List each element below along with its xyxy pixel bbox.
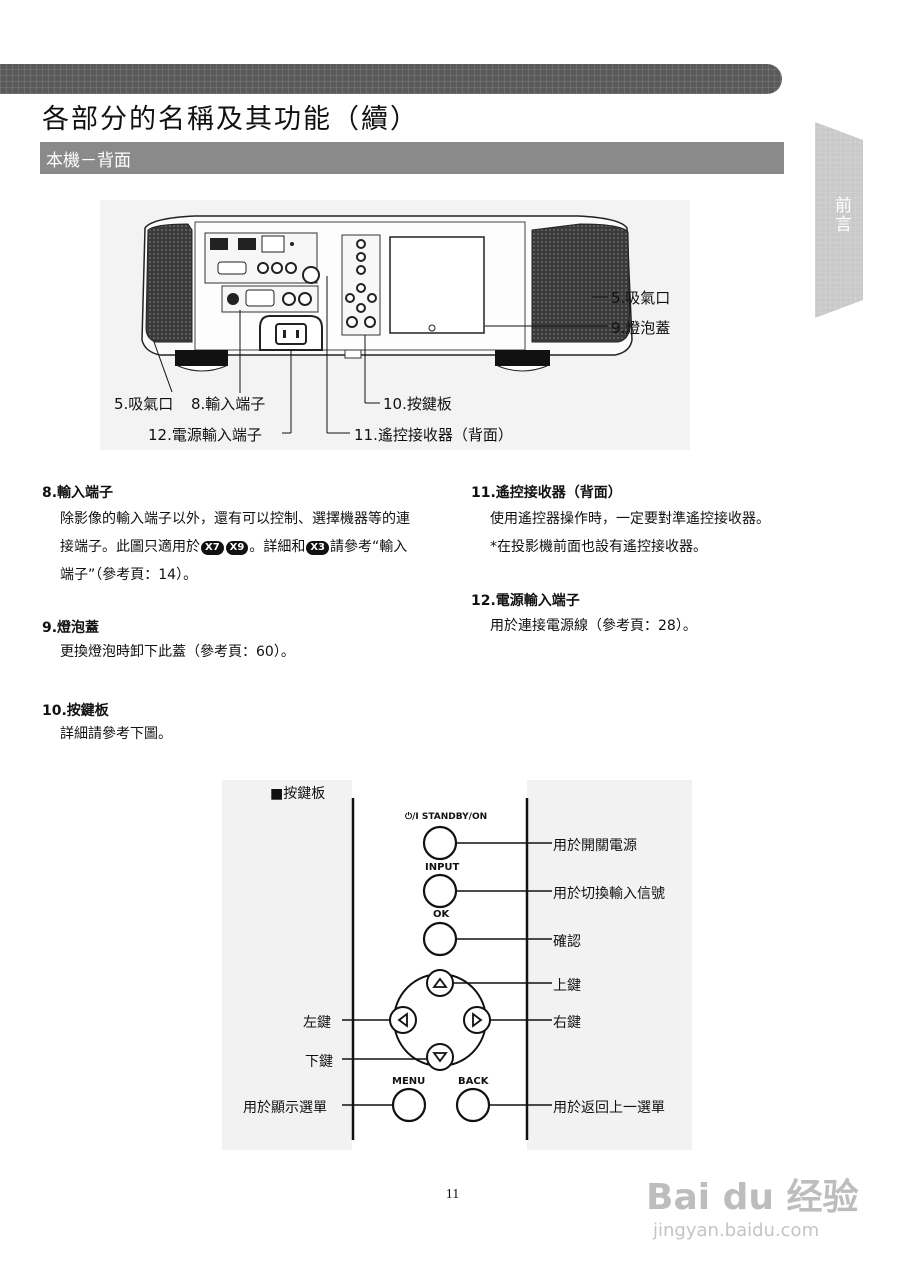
up-button (426, 969, 454, 997)
item-10-heading: 10.按鍵板 (42, 703, 109, 719)
ok-button (422, 921, 458, 957)
keypad-title: ■按鍵板 (270, 786, 326, 802)
desc-input: 用於切換輸入信號 (553, 886, 665, 902)
item-8-line2b: 。詳細和 (249, 539, 306, 555)
item-8-line2a: 接端子。此圖只適用於 (60, 539, 200, 555)
model-badge-x3: X3 (306, 541, 330, 555)
desc-menu: 用於顯示選單 (243, 1100, 327, 1116)
menu-button (391, 1087, 427, 1123)
label-intake-right: 5.吸氣口 (611, 289, 671, 307)
page-title: 各部分的名稱及其功能（續） (42, 104, 419, 135)
item-10-text: 詳細請參考下圖。 (60, 726, 172, 742)
left-vent (145, 223, 193, 343)
section-bar (40, 142, 784, 174)
watermark-logo: Bai du 经验 (646, 1177, 859, 1218)
side-tab (815, 122, 863, 318)
keypad-diagram (222, 780, 692, 1150)
label-intake-left: 5.吸氣口 (114, 395, 174, 413)
label-input-terminals: 8.輸入端子 (191, 395, 266, 413)
label-lamp-cover: 9.燈泡蓋 (611, 319, 671, 337)
item-11-line2: *在投影機前面也設有遙控接收器。 (490, 539, 707, 555)
projector-rear-diagram (100, 200, 690, 450)
desc-back: 用於返回上一選單 (553, 1100, 665, 1116)
input-button (422, 873, 458, 909)
standby-button (422, 825, 458, 861)
standby-label: ⏻/I STANDBY/ON (405, 812, 488, 822)
left-button (389, 1006, 417, 1034)
page-number: 11 (445, 1187, 460, 1202)
item-11-line1: 使用遙控器操作時，一定要對準遙控接收器。 (490, 511, 770, 527)
item-11-heading: 11.遙控接收器（背面） (471, 485, 622, 501)
item-12-heading: 12.電源輸入端子 (471, 593, 580, 609)
ok-label: OK (433, 909, 450, 920)
down-button (426, 1043, 454, 1071)
back-label: BACK (458, 1076, 489, 1087)
item-9-heading: 9.燈泡蓋 (42, 620, 100, 636)
label-control-panel: 10.按鍵板 (383, 395, 452, 413)
item-9-text: 更換燈泡時卸下此蓋（參考頁：60）。 (60, 644, 295, 660)
item-12-text: 用於連接電源線（參考頁：28）。 (490, 618, 697, 634)
watermark-url: jingyan.baidu.com (653, 1220, 820, 1241)
desc-up: 上鍵 (553, 978, 581, 994)
desc-down: 下鍵 (305, 1054, 333, 1070)
item-8-line3: 端子”（參考頁：14）。 (60, 567, 198, 583)
back-button (455, 1087, 491, 1123)
item-8-line1: 除影像的輸入端子以外，還有可以控制、選擇機器等的連 (60, 511, 410, 527)
section-title: 本機－背面 (46, 151, 131, 171)
item-8-line2c: 請參考“輸入 (330, 539, 408, 555)
desc-standby: 用於開關電源 (553, 838, 637, 854)
model-badge-x7: X7 (201, 541, 224, 555)
right-button (463, 1006, 491, 1034)
side-tab-label: 前言 (831, 196, 851, 234)
menu-label: MENU (392, 1076, 426, 1087)
desc-left: 左鍵 (303, 1015, 331, 1031)
right-vent (531, 223, 631, 343)
input-label: INPUT (425, 862, 460, 873)
desc-ok: 確認 (553, 934, 581, 950)
model-badge-x9: X9 (225, 541, 249, 555)
header-band (0, 64, 782, 94)
label-power-input: 12.電源輸入端子 (148, 426, 262, 444)
label-ir-receiver: 11.遙控接收器（背面） (354, 426, 513, 444)
item-8-heading: 8.輸入端子 (42, 485, 114, 501)
desc-right: 右鍵 (553, 1015, 581, 1031)
item-11-text: 使用遙控器操作時，一定要對準遙控接收器。 *在投影機前面也設有遙控接收器。 (490, 505, 770, 561)
